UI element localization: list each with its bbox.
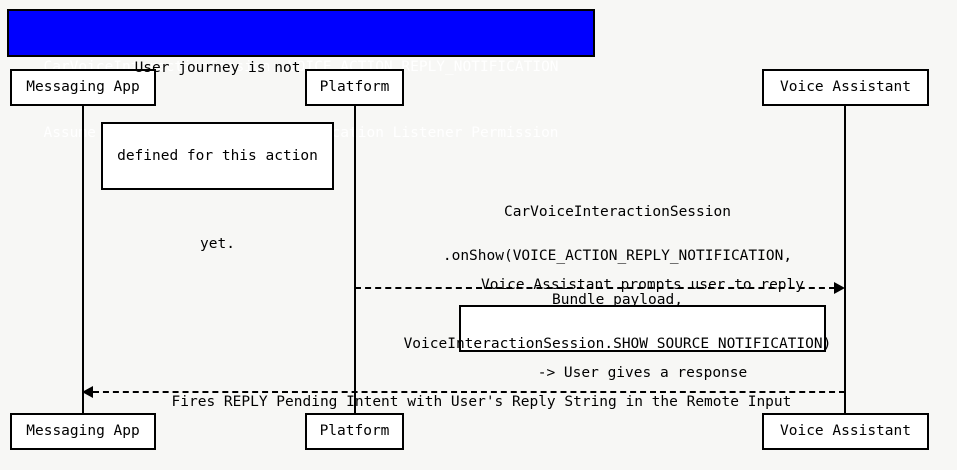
participant-label-voice-assistant-bottom: Voice Assistant bbox=[780, 423, 911, 440]
message-onshow-line-3: Bundle payload, bbox=[551, 292, 683, 308]
message-onshow-line-1: CarVoiceInteractionSession bbox=[503, 204, 731, 220]
lifeline-platform bbox=[354, 105, 356, 415]
message-onshow-line-4: VoiceInteractionSession.SHOW_SOURCE_NOTI… bbox=[403, 336, 832, 352]
note-voice-prompt-line-1: Voice Assistant prompts user to reply bbox=[480, 276, 804, 293]
participant-top-voice-assistant[interactable]: Voice Assistant bbox=[762, 69, 929, 106]
participant-label-voice-assistant-top: Voice Assistant bbox=[780, 79, 911, 96]
participant-bottom-platform[interactable]: Platform bbox=[305, 413, 404, 450]
participant-label-platform-top: Platform bbox=[319, 79, 390, 96]
note-user-journey-line-2: defined for this action bbox=[117, 148, 318, 164]
participant-label-platform-bottom: Platform bbox=[319, 423, 390, 440]
message-arrowhead-reply-intent bbox=[82, 386, 93, 398]
participant-top-messaging-app[interactable]: Messaging App bbox=[10, 69, 156, 106]
participant-label-messaging-app-bottom: Messaging App bbox=[26, 423, 140, 440]
lifeline-messaging-app bbox=[82, 105, 84, 415]
note-user-journey-line-3: yet. bbox=[200, 236, 235, 252]
message-arrow-onshow bbox=[355, 287, 835, 289]
note-user-journey-line-1: User journey is not bbox=[134, 60, 301, 76]
lifeline-voice-assistant bbox=[844, 105, 846, 415]
message-onshow-line-2: .onShow(VOICE_ACTION_REPLY_NOTIFICATION, bbox=[442, 248, 793, 264]
note-voice-prompt: Voice Assistant prompts user to reply ->… bbox=[459, 277, 826, 381]
participant-top-platform[interactable]: Platform bbox=[305, 69, 404, 106]
participant-bottom-voice-assistant[interactable]: Voice Assistant bbox=[762, 413, 929, 450]
message-label-reply-intent: Fires REPLY Pending Intent with User's R… bbox=[83, 369, 845, 435]
note-user-journey: User journey is not defined for this act… bbox=[101, 60, 334, 252]
message-reply-intent-line-1: Fires REPLY Pending Intent with User's R… bbox=[171, 394, 792, 410]
message-label-onshow: CarVoiceInteractionSession .onShow(VOICE… bbox=[355, 179, 845, 377]
participant-bottom-messaging-app[interactable]: Messaging App bbox=[10, 413, 156, 450]
message-arrow-reply-intent bbox=[93, 391, 845, 393]
note-voice-prompt-line-2: -> User gives a response bbox=[537, 364, 748, 381]
message-arrowhead-onshow bbox=[834, 282, 845, 294]
participant-label-messaging-app-top: Messaging App bbox=[26, 79, 140, 96]
